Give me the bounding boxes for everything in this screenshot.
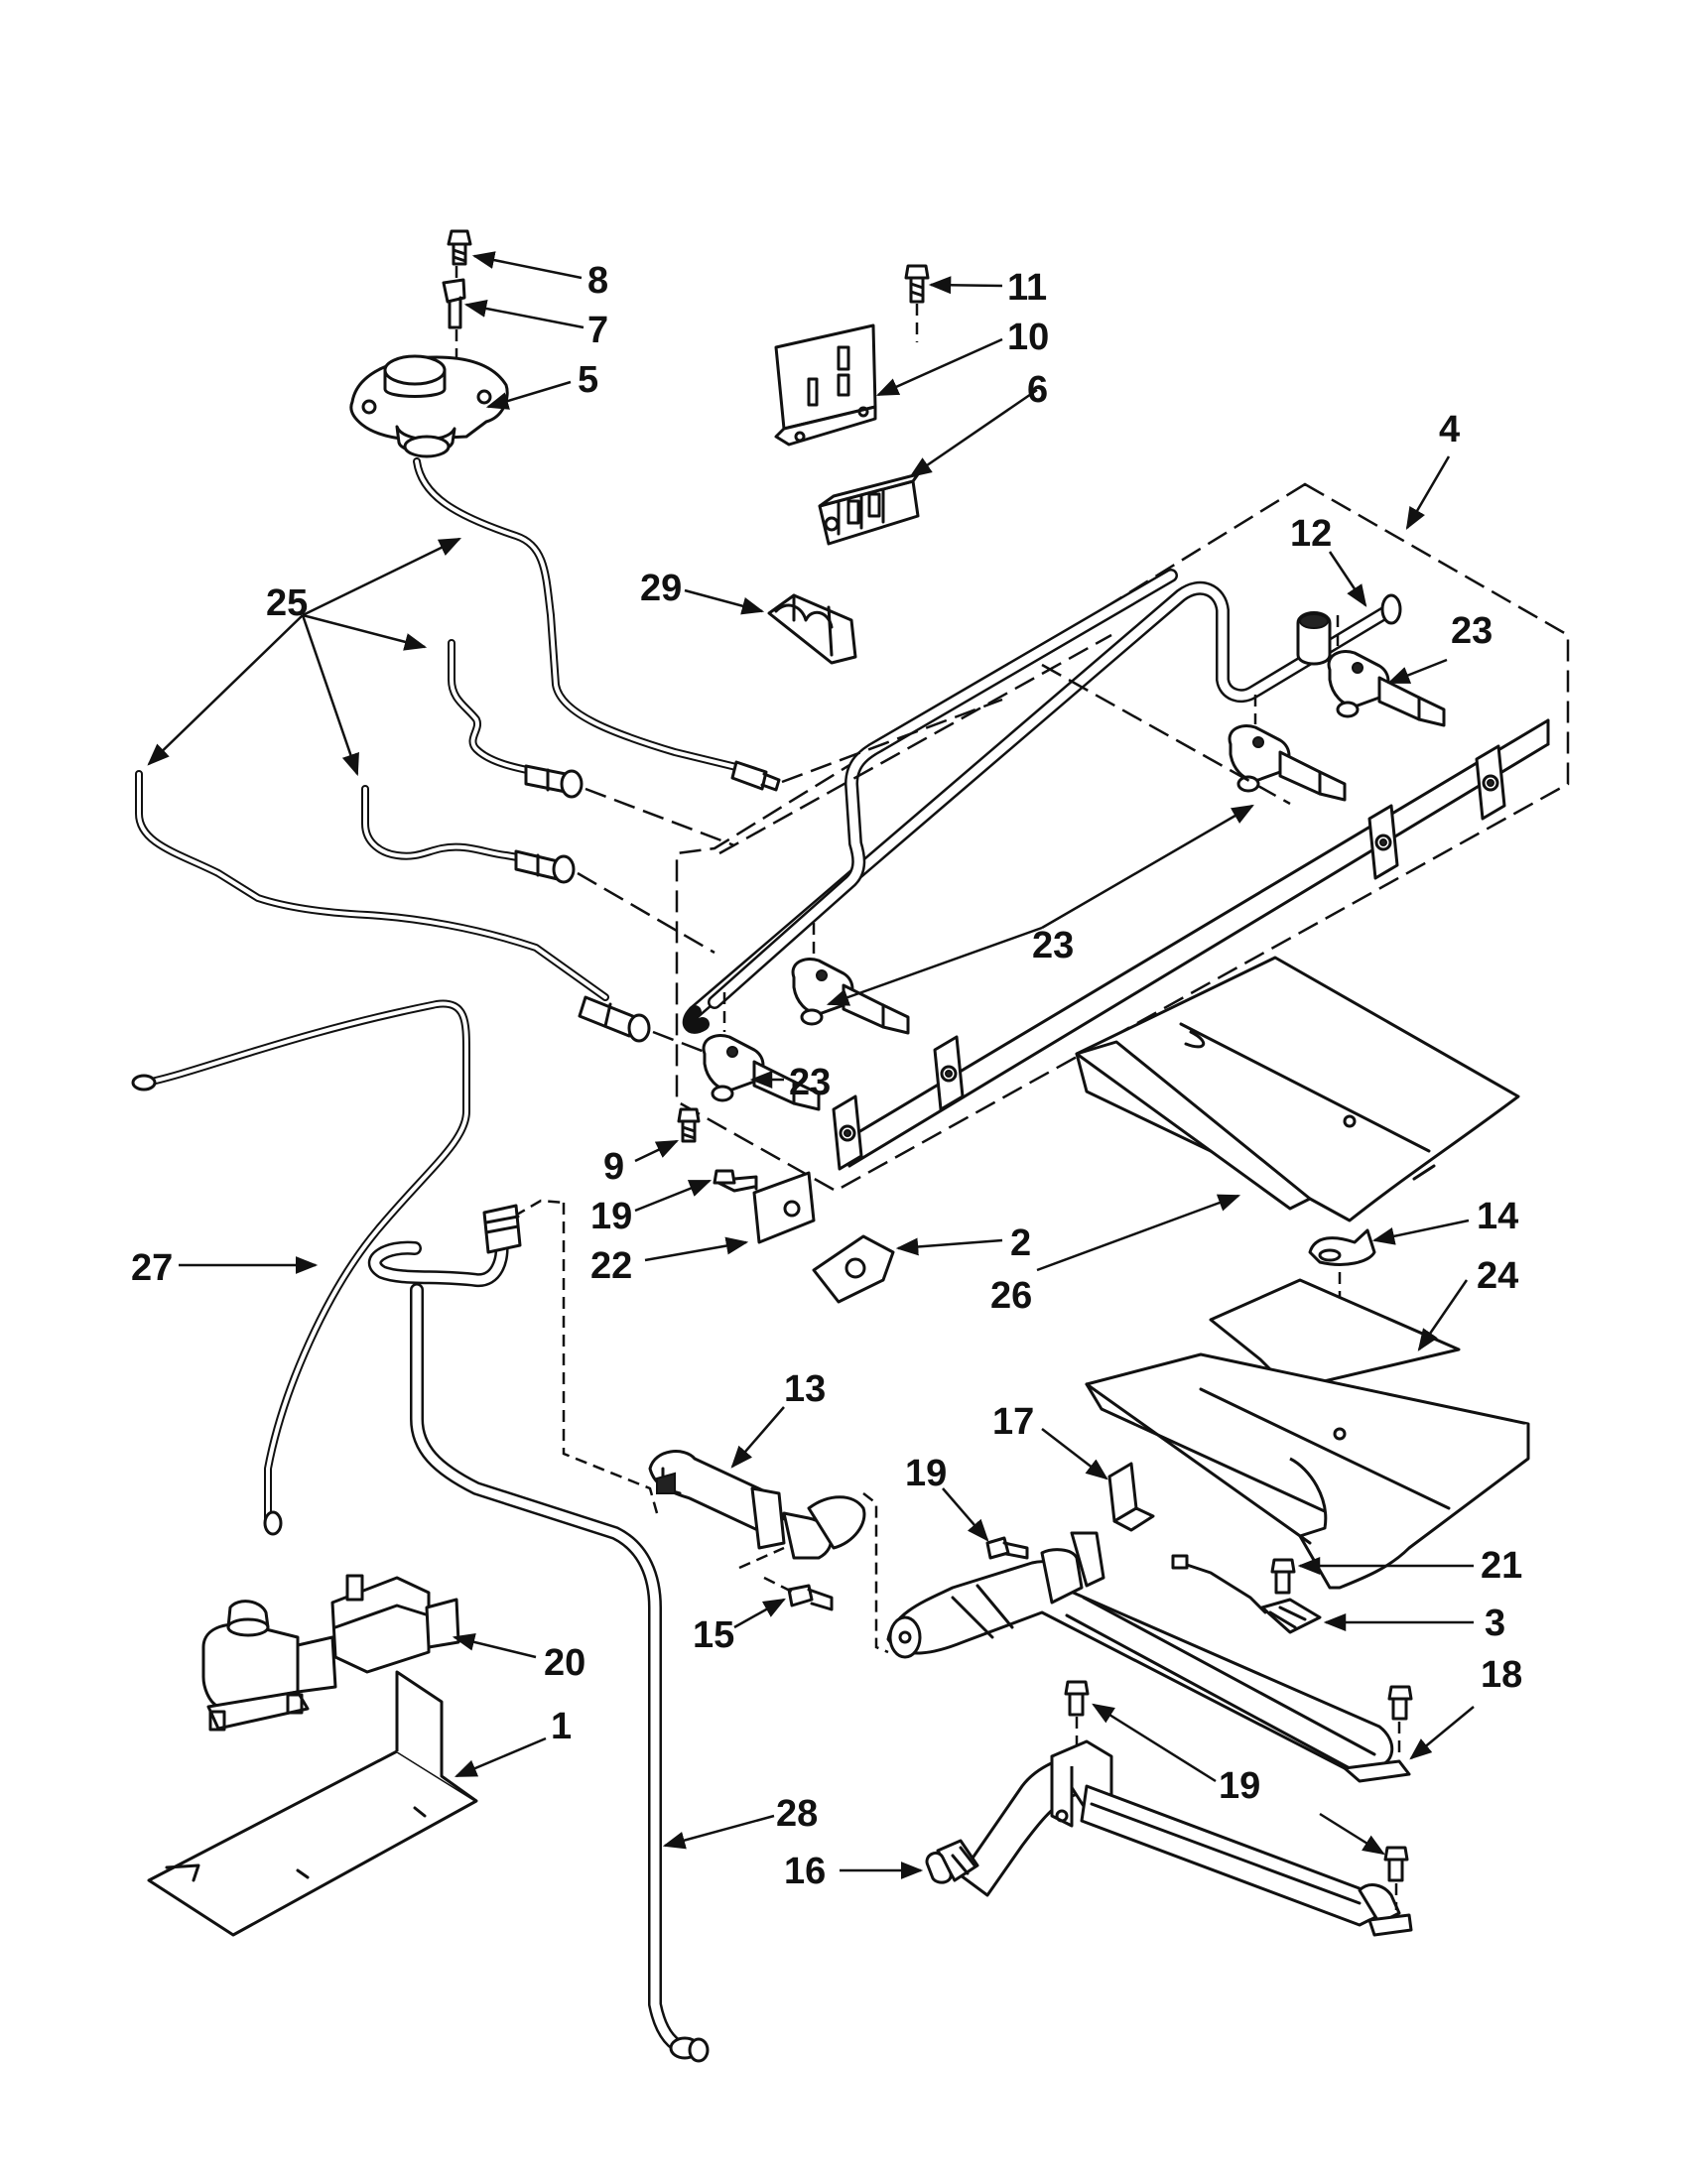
valve-bracket-3 bbox=[1367, 804, 1399, 880]
callout-23-a: 23 bbox=[1451, 610, 1493, 652]
tube-part-25-d bbox=[135, 770, 651, 1043]
callout-12: 12 bbox=[1290, 513, 1332, 555]
callout-18: 18 bbox=[1481, 1654, 1522, 1696]
callout-8: 8 bbox=[587, 260, 608, 302]
callout-19-b: 19 bbox=[905, 1453, 947, 1494]
valve-bracket-2 bbox=[933, 1035, 965, 1111]
tube-part-28 bbox=[367, 1204, 710, 2063]
clip-part-29 bbox=[767, 593, 857, 665]
orifice-part-16 bbox=[925, 1839, 979, 1884]
callout-9: 9 bbox=[603, 1146, 624, 1188]
callout-14: 14 bbox=[1477, 1196, 1518, 1237]
callout-28: 28 bbox=[776, 1793, 818, 1835]
burner-valve-part-23-d bbox=[1327, 650, 1446, 727]
valve-bracket-4 bbox=[1475, 744, 1506, 821]
screw-part-19-c-1 bbox=[1064, 1680, 1090, 1717]
callout-26: 26 bbox=[990, 1275, 1032, 1317]
tube-part-25-c bbox=[361, 785, 576, 884]
manifold-pipe bbox=[682, 569, 1402, 1034]
screw-part-15 bbox=[787, 1584, 834, 1611]
callout-20: 20 bbox=[544, 1642, 585, 1684]
callout-13: 13 bbox=[784, 1368, 826, 1410]
callout-29: 29 bbox=[640, 568, 682, 609]
callout-19-c: 19 bbox=[1219, 1765, 1260, 1807]
callout-5: 5 bbox=[578, 359, 598, 401]
burner-base-part-5 bbox=[349, 354, 509, 458]
screw-part-19-b bbox=[985, 1536, 1029, 1560]
callout-6: 6 bbox=[1027, 369, 1048, 411]
gasket-part-2 bbox=[812, 1234, 895, 1304]
burner-tray-part-24 bbox=[1085, 1278, 1530, 1590]
shield-part-1 bbox=[147, 1670, 478, 1937]
callout-10: 10 bbox=[1007, 317, 1049, 358]
tube-part-25-a bbox=[413, 457, 781, 792]
manifold-assembly-boundary bbox=[675, 482, 1570, 1193]
callout-19-a: 19 bbox=[590, 1196, 632, 1237]
screw-part-11 bbox=[904, 264, 930, 304]
burner-tray-part-26 bbox=[1075, 956, 1520, 1222]
burner-valve-part-23-c bbox=[1228, 724, 1347, 802]
regulator-part-20 bbox=[201, 1574, 460, 1732]
callout-16: 16 bbox=[784, 1851, 826, 1892]
burner-valve-part-23-a bbox=[702, 1034, 821, 1111]
callout-1: 1 bbox=[551, 1706, 572, 1747]
valve-bracket-1 bbox=[832, 1094, 863, 1171]
callout-labels: 8 7 5 11 10 6 4 12 29 25 23 23 23 9 19 2… bbox=[131, 260, 1522, 1892]
callout-22: 22 bbox=[590, 1245, 632, 1287]
tube-part-25-b bbox=[448, 639, 584, 799]
callout-25: 25 bbox=[266, 582, 308, 624]
callout-11: 11 bbox=[1007, 267, 1047, 309]
callout-27: 27 bbox=[131, 1247, 173, 1289]
screw-part-18 bbox=[1387, 1685, 1413, 1721]
leader-lines bbox=[147, 251, 1475, 1879]
burner-tube-lower bbox=[959, 1739, 1413, 1937]
callout-4: 4 bbox=[1439, 409, 1460, 450]
venturi-part-13 bbox=[648, 1450, 866, 1560]
tube-part-27 bbox=[131, 999, 470, 1536]
orifice-spud-part-7 bbox=[442, 278, 466, 329]
callout-24: 24 bbox=[1477, 1255, 1518, 1297]
plate-part-22 bbox=[752, 1171, 816, 1244]
callout-7: 7 bbox=[587, 310, 608, 351]
spark-module-part-6 bbox=[818, 472, 920, 546]
callout-15: 15 bbox=[693, 1614, 734, 1656]
screw-part-9 bbox=[677, 1107, 701, 1143]
callout-21: 21 bbox=[1481, 1545, 1522, 1587]
callout-2: 2 bbox=[1010, 1222, 1031, 1264]
bracket-part-17 bbox=[1107, 1462, 1155, 1532]
burner-tube-upper bbox=[886, 1531, 1411, 1783]
wing-nut-part-14 bbox=[1308, 1228, 1376, 1266]
screw-part-21 bbox=[1270, 1558, 1296, 1595]
screw-part-19-a bbox=[713, 1169, 758, 1193]
bracket-part-10 bbox=[774, 323, 877, 447]
screw-part-8 bbox=[447, 229, 472, 266]
screw-part-19-c-2 bbox=[1383, 1846, 1409, 1882]
igniter-part-3 bbox=[1171, 1554, 1322, 1634]
callout-23-c: 23 bbox=[789, 1062, 831, 1103]
callout-3: 3 bbox=[1485, 1603, 1505, 1644]
callout-17: 17 bbox=[992, 1401, 1034, 1443]
manifold-tee-part-12 bbox=[1296, 611, 1332, 666]
callout-23-b: 23 bbox=[1032, 925, 1074, 966]
